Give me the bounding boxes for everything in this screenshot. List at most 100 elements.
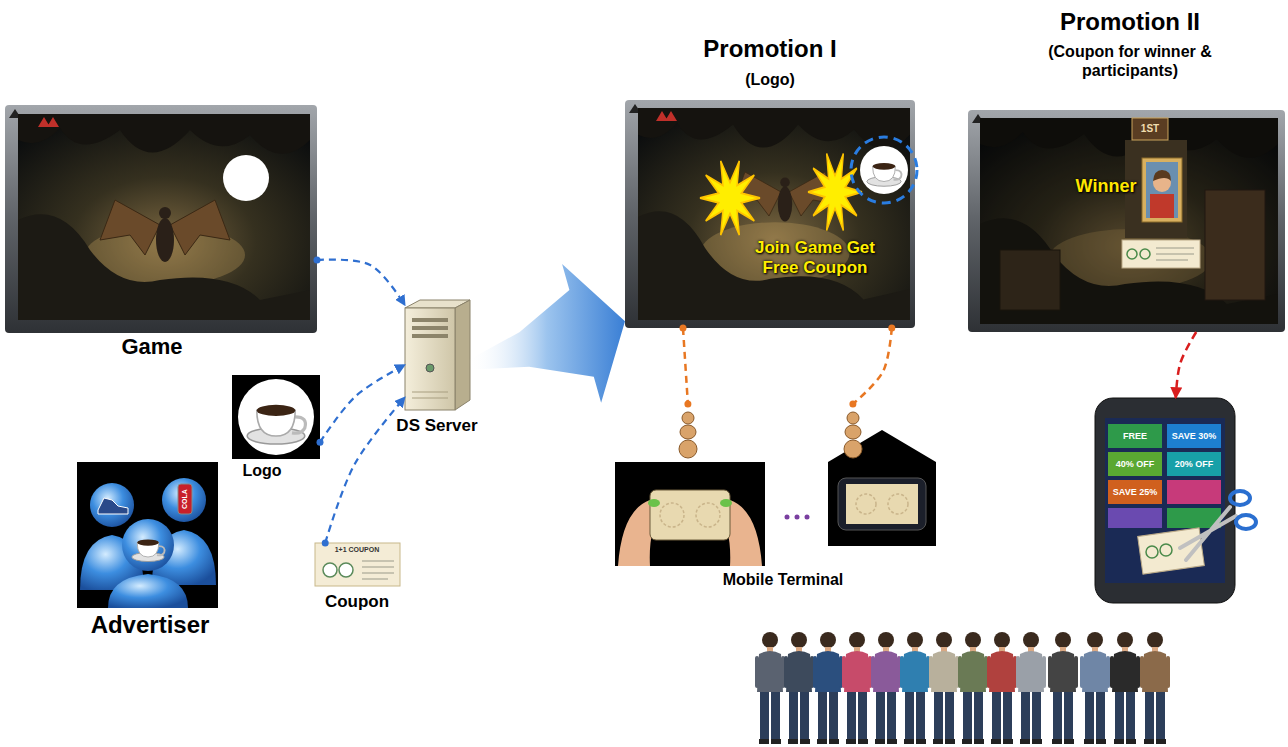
dashed-connector bbox=[325, 397, 405, 543]
end-dot bbox=[314, 257, 321, 264]
node-label: DS Server bbox=[387, 416, 487, 436]
dashed-connector bbox=[683, 328, 688, 404]
mobile-terminal-art-part bbox=[650, 490, 730, 540]
server-tower-art-part bbox=[455, 300, 470, 410]
logo-icon-art-part bbox=[247, 405, 305, 444]
promotion-one-art-part bbox=[860, 146, 908, 194]
smartphone-art-part bbox=[1236, 515, 1256, 529]
smartphone-art-part bbox=[1108, 424, 1162, 448]
audience-art-part bbox=[842, 632, 872, 744]
mobile-terminal-art-part bbox=[828, 430, 936, 462]
audience-art-part bbox=[1110, 632, 1140, 744]
game-billboard-art-part bbox=[223, 155, 269, 201]
mobile-terminal-art-part bbox=[805, 515, 810, 520]
server-tower-art-part bbox=[412, 326, 448, 330]
promotion-one-art-part bbox=[851, 137, 917, 203]
mobile-terminal-art-part bbox=[785, 515, 790, 520]
node-title: Advertiser bbox=[65, 611, 235, 640]
smartphone-art-part bbox=[1108, 480, 1162, 504]
advertiser-icon-art-part bbox=[77, 462, 218, 608]
smartphone-art-part bbox=[1108, 452, 1162, 476]
tile-text: 20% OFF bbox=[1167, 459, 1221, 470]
server-tower-art bbox=[405, 300, 470, 410]
node-label: Coupon bbox=[312, 592, 402, 612]
advertiser-icon-art-part bbox=[132, 539, 165, 561]
smartphone-art-part bbox=[1180, 507, 1236, 560]
promotion-one-art-part bbox=[700, 161, 760, 235]
smartphone-art bbox=[1095, 398, 1256, 603]
audience-art-part bbox=[929, 632, 959, 744]
game-billboard-art-part bbox=[38, 117, 59, 127]
tile-text: 40% OFF bbox=[1108, 459, 1162, 470]
dashed-connector bbox=[853, 328, 892, 404]
audience-art-part bbox=[958, 632, 988, 744]
promotion-billboard: Promotion II(Coupon for winner & partici… bbox=[968, 110, 1285, 332]
tile-text: SAVE 25% bbox=[1108, 487, 1162, 498]
can-text: COLA bbox=[181, 482, 189, 516]
promotion-two-art-part bbox=[1122, 240, 1200, 268]
smartphone-art-part bbox=[1167, 424, 1221, 448]
node-label: Logo bbox=[227, 461, 297, 480]
smartphone: FREESAVE 30%40% OFF20% OFFSAVE 25% bbox=[1085, 398, 1250, 604]
mobile-terminal-art-part bbox=[846, 484, 918, 524]
promotion-two-art-part bbox=[1132, 118, 1168, 140]
mobile-terminal-art-part bbox=[888, 494, 908, 514]
mobile-terminal-art-part bbox=[660, 503, 684, 527]
audience-art-part bbox=[1140, 632, 1170, 744]
server-tower-art-part bbox=[412, 392, 448, 398]
logo-icon-art-part bbox=[238, 379, 314, 455]
promotion-one-art-part bbox=[625, 100, 915, 328]
coupon-icon-art-part bbox=[315, 543, 400, 586]
end-dot bbox=[317, 439, 324, 446]
sign-text: 1ST bbox=[1132, 123, 1168, 135]
promotion-two-art-part bbox=[1140, 249, 1150, 259]
end-dot bbox=[680, 325, 687, 332]
node-subtitle: (Coupon for winner & participants) bbox=[1025, 42, 1235, 80]
advertiser-icon: Advertiser bbox=[77, 462, 218, 608]
audience-art-part bbox=[755, 632, 785, 744]
mobile-terminal-art-part bbox=[615, 462, 765, 566]
smartphone-art-part bbox=[1095, 398, 1235, 603]
mobile-terminal-art-part bbox=[845, 425, 861, 439]
audience-art-part bbox=[900, 632, 930, 744]
mobile-terminal-art-part bbox=[838, 478, 926, 530]
advertiser-icon-art-part bbox=[122, 519, 174, 571]
screen-text: Join Game Get Free Coupon bbox=[748, 238, 883, 279]
smartphone-art-part bbox=[1146, 546, 1158, 558]
promotion-one-art bbox=[625, 100, 917, 328]
advertiser-icon-art bbox=[77, 462, 218, 608]
mobile-terminal-art-part bbox=[682, 412, 694, 424]
smartphone-art-part bbox=[1105, 418, 1225, 583]
mobile-terminal-art-part bbox=[648, 499, 660, 507]
node-title: Promotion II bbox=[1020, 8, 1240, 37]
smartphone-art-part bbox=[1167, 452, 1221, 476]
audience-art-part bbox=[784, 632, 814, 744]
logo-icon-art-part bbox=[232, 375, 320, 459]
logo-icon-art bbox=[232, 375, 320, 459]
promotion-two-art-part bbox=[1146, 162, 1178, 218]
promotion-two-art bbox=[968, 110, 1285, 332]
mobile-terminal-art bbox=[615, 412, 936, 566]
advertiser-icon-art-part bbox=[162, 478, 206, 522]
dashed-connector bbox=[317, 260, 405, 306]
mobile-terminal-art-part bbox=[720, 499, 732, 507]
advertiser-icon-art-part bbox=[98, 498, 128, 514]
coupon-icon-art-part bbox=[339, 563, 353, 577]
promotion-two-art-part bbox=[1153, 170, 1171, 181]
promotion-two-art-part bbox=[1150, 194, 1174, 218]
server-tower-art-part bbox=[426, 364, 434, 372]
end-dot bbox=[684, 401, 691, 408]
advertiser-icon-art-part bbox=[90, 483, 134, 527]
promotion-two-art-part bbox=[1000, 250, 1060, 310]
server-tower-art-part bbox=[405, 308, 455, 410]
audience-art-part bbox=[1016, 632, 1046, 744]
node-title: Promotion I bbox=[660, 35, 880, 64]
mobile-terminal-art-part bbox=[844, 440, 862, 458]
promotion-two-art-part bbox=[1142, 158, 1182, 222]
tile-text: FREE bbox=[1108, 431, 1162, 442]
server-icon: DS Server bbox=[405, 300, 470, 408]
end-dot bbox=[322, 540, 329, 547]
audience-art-part bbox=[987, 632, 1017, 744]
promotion-billboard: Promotion I(Logo)Join Game Get Free Coup… bbox=[625, 100, 915, 328]
promotion-two-art-part bbox=[980, 118, 1278, 324]
